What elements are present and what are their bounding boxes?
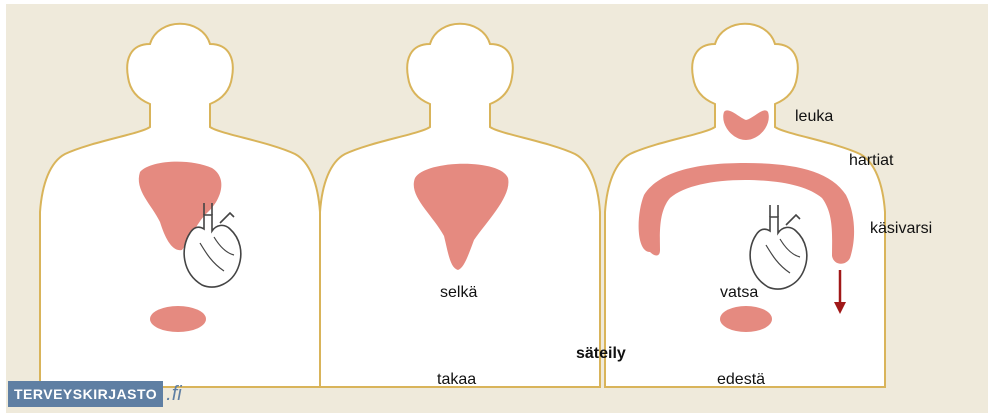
label-from-behind: takaa [437, 371, 476, 389]
stomach-pain-area [720, 306, 772, 332]
figure-right [605, 24, 885, 387]
label-shoulders: hartiat [849, 152, 893, 170]
label-stomach: vatsa [720, 284, 758, 302]
stomach-pain-area [150, 306, 206, 332]
label-radiation: säteily [576, 345, 626, 363]
figure-left [40, 24, 320, 387]
terveyskirjasto-logo: TERVEYSKIRJASTO .fi [8, 380, 182, 408]
logo-brand: TERVEYSKIRJASTO [8, 381, 163, 407]
figure-middle [320, 24, 600, 387]
logo-suffix: .fi [166, 383, 182, 406]
label-jaw: leuka [795, 108, 833, 126]
label-arm: käsivarsi [870, 220, 932, 238]
label-from-front: edestä [717, 371, 765, 389]
label-back: selkä [440, 284, 477, 302]
